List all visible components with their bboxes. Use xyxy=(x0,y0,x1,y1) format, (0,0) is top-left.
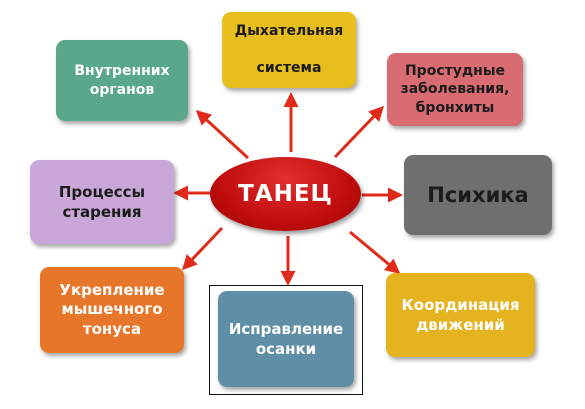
node-colds-label: Простудные заболевания, бронхиты xyxy=(400,63,510,116)
node-psyche: Психика xyxy=(404,155,552,235)
node-respiratory-label: Дыхательная система xyxy=(234,22,344,77)
node-coordination: Координация движений xyxy=(386,273,535,357)
node-muscle-tone-label: Укрепление мышечного тонуса xyxy=(59,280,165,338)
center-node-label: ТАНЕЦ xyxy=(238,181,333,207)
node-colds: Простудные заболевания, бронхиты xyxy=(387,53,523,126)
node-internal-organs: Внутренних органов xyxy=(56,40,188,121)
node-psyche-label: Психика xyxy=(427,182,529,207)
posture-frame xyxy=(209,285,363,395)
node-aging-label: Процессы старения xyxy=(58,182,146,221)
arrow-to-internal-organs xyxy=(195,109,250,160)
arrow-to-colds xyxy=(333,105,385,159)
node-coordination-label: Координация движений xyxy=(401,295,520,334)
arrow-to-muscle-tone xyxy=(181,226,224,271)
node-internal-organs-label: Внутренних органов xyxy=(74,62,170,98)
node-muscle-tone: Укрепление мышечного тонуса xyxy=(40,267,184,353)
arrow-to-coordination xyxy=(349,230,401,274)
center-node-dance: ТАНЕЦ xyxy=(210,157,361,231)
node-respiratory: Дыхательная система xyxy=(222,12,356,88)
node-aging: Процессы старения xyxy=(30,160,174,244)
node-posture-label: Исправление осанки xyxy=(228,319,344,358)
node-posture: Исправление осанки xyxy=(218,291,354,387)
